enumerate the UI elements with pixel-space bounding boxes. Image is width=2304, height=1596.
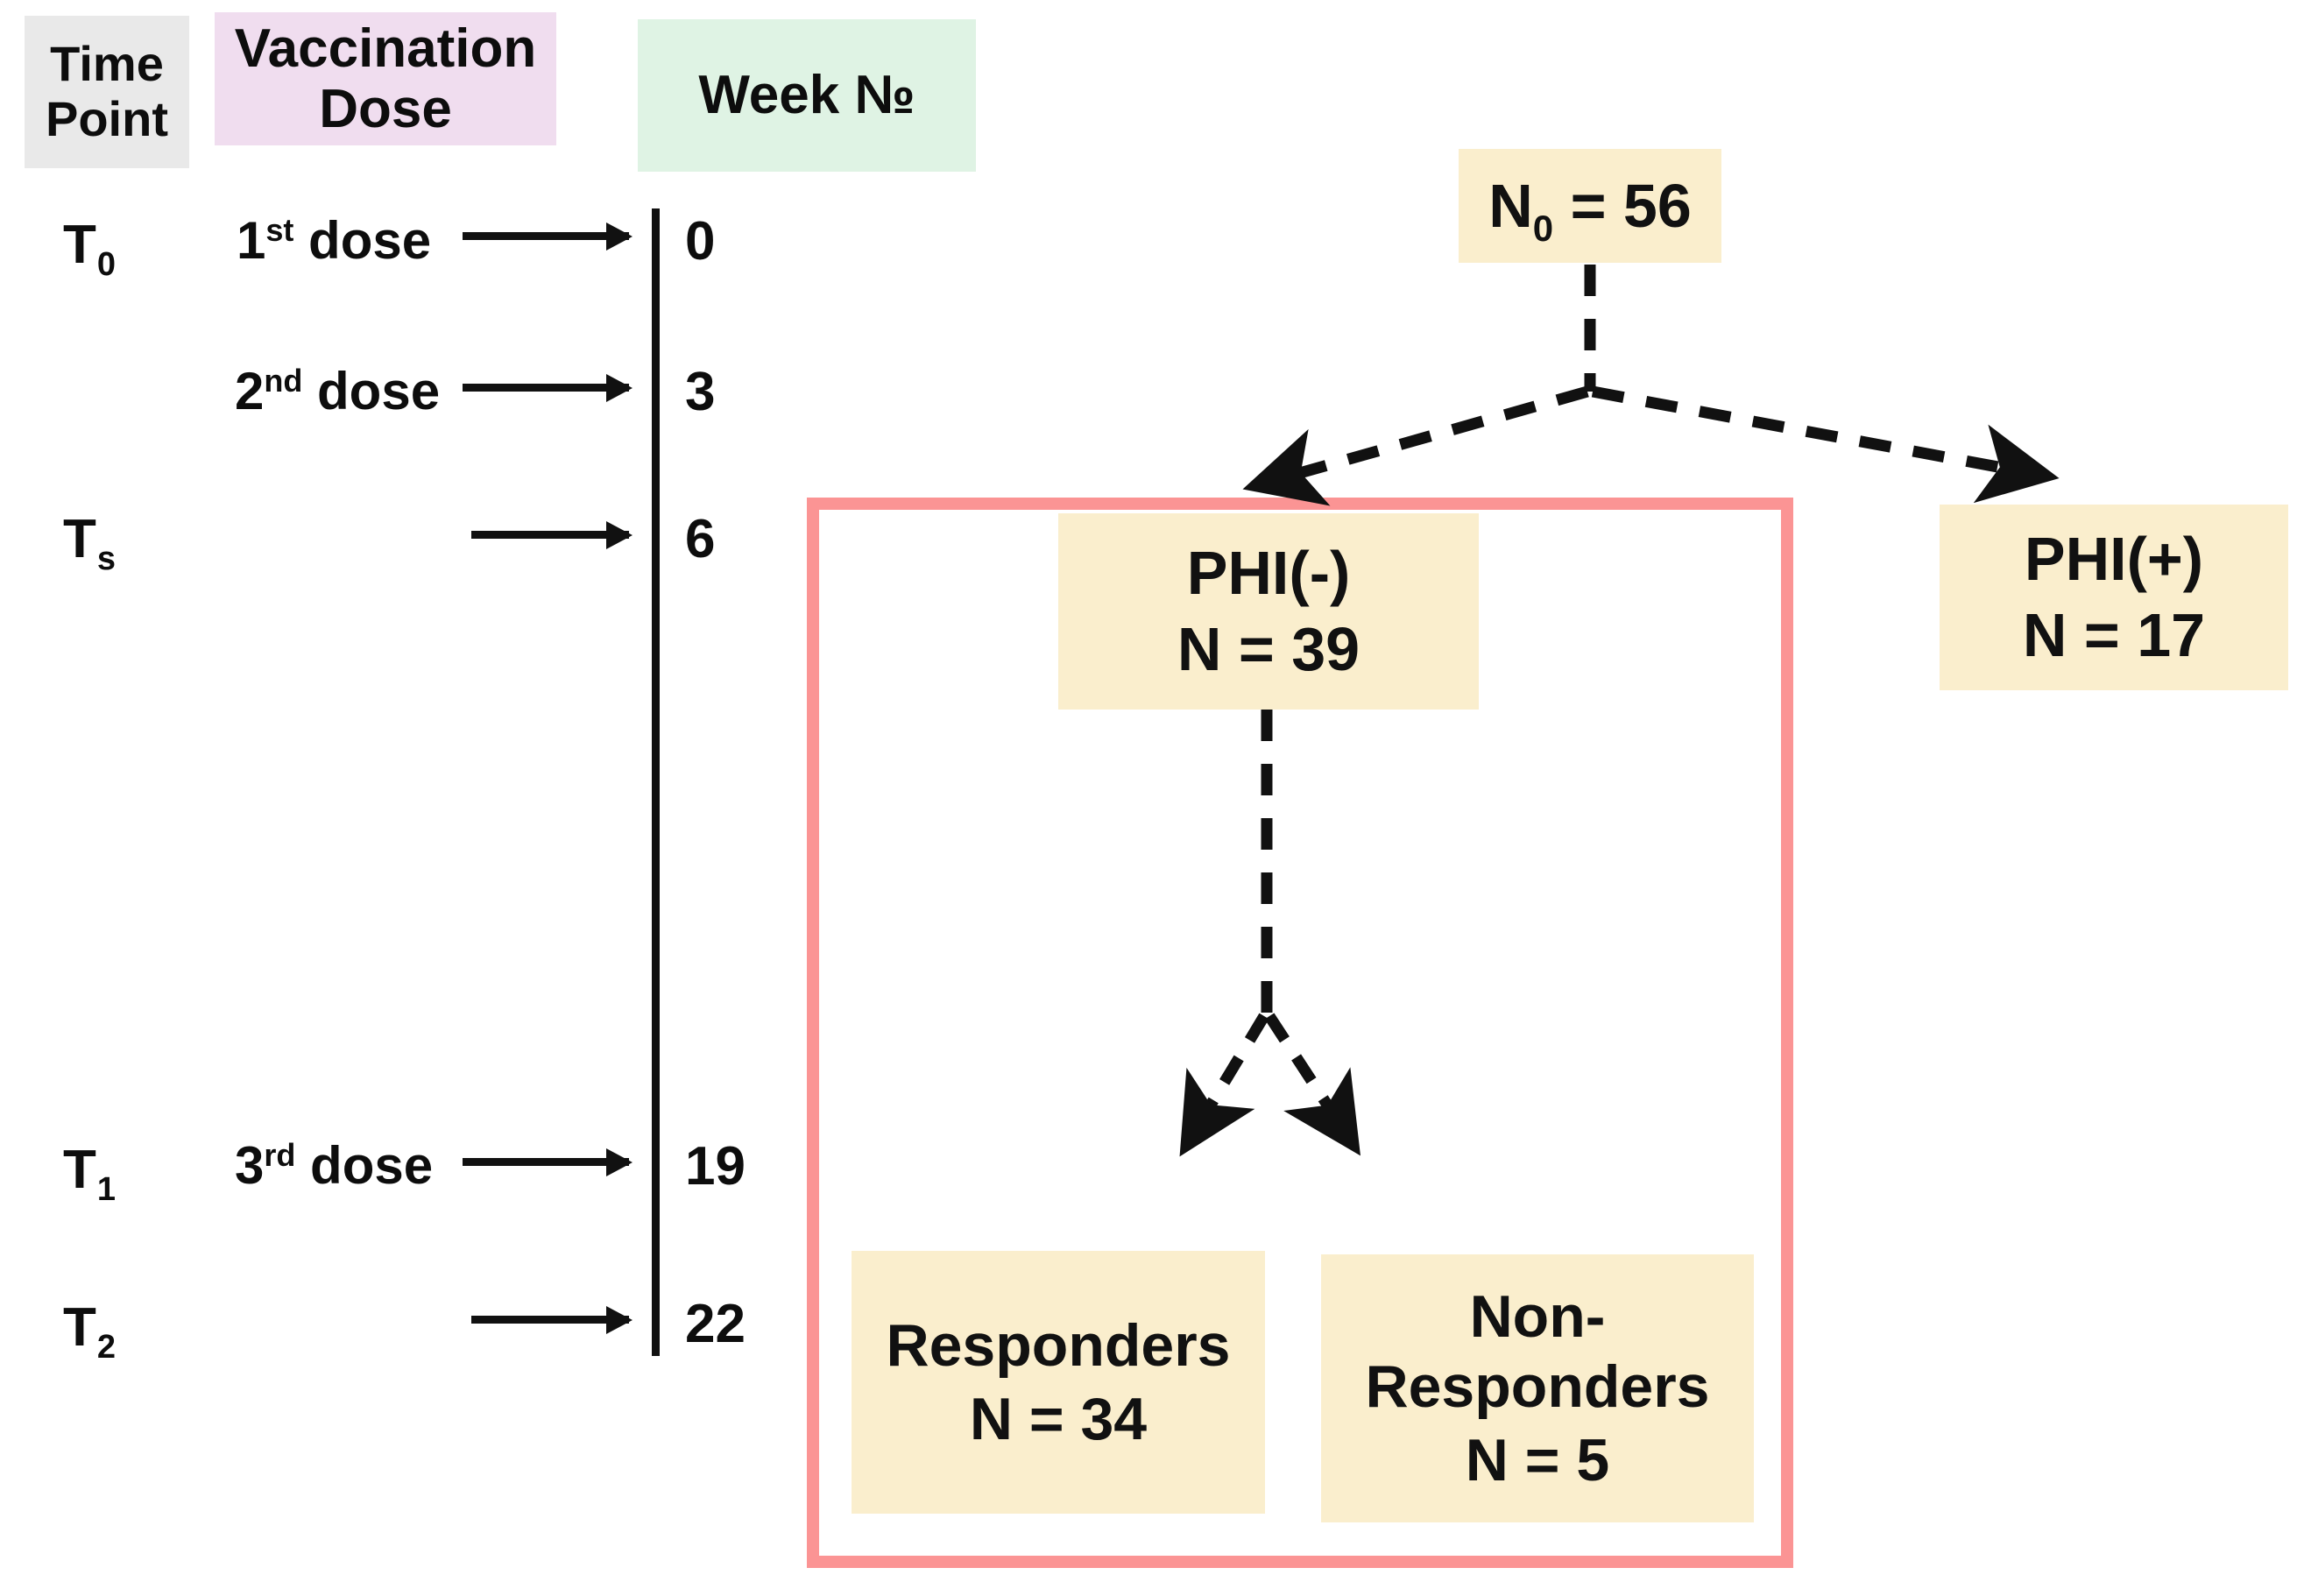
time-point-t1-letter: T	[63, 1140, 96, 1200]
dose-label-third-number: 3	[235, 1136, 265, 1195]
node-cohort-total-subscript: 0	[1532, 207, 1554, 249]
dose-label-second: 2nd dose	[235, 361, 440, 421]
week-value-22: 22	[685, 1294, 746, 1354]
node-responders: Responders N = 34	[852, 1251, 1265, 1514]
sampling-arrow-t2	[471, 1306, 633, 1334]
dose-label-first: 1st dose	[237, 210, 431, 271]
header-week-number-label: Week №	[698, 65, 915, 126]
dose-arrow-second	[463, 374, 633, 402]
node-cohort-total-symbol: N	[1488, 171, 1533, 240]
dose-label-second-ordinal: nd	[264, 363, 303, 399]
dose-label-third-word: dose	[295, 1136, 434, 1195]
node-phi-positive-title: PHI(+)	[2024, 525, 2204, 594]
node-phi-positive: PHI(+) N = 17	[1940, 505, 2288, 690]
time-point-t2-letter: T	[63, 1297, 96, 1358]
node-non-responders-title-line1: Non-	[1469, 1282, 1606, 1350]
dose-label-first-number: 1	[237, 211, 266, 270]
header-chip-time-point: Time Point	[25, 16, 189, 168]
header-time-point-line1: Time	[50, 36, 164, 92]
time-point-t0-index: 0	[96, 246, 117, 283]
header-vaccination-dose-line2: Dose	[319, 79, 452, 139]
time-point-t2: T2	[63, 1296, 116, 1366]
time-point-t0: T0	[63, 214, 116, 283]
dose-arrow-third	[463, 1148, 633, 1176]
node-phi-negative: PHI(-) N = 39	[1058, 513, 1479, 710]
dose-label-first-ordinal: st	[265, 212, 294, 248]
header-time-point-line2: Point	[46, 91, 168, 146]
header-vaccination-dose-line1: Vaccination	[234, 18, 537, 79]
node-phi-positive-count: N = 17	[2022, 601, 2206, 669]
node-cohort-total-value: = 56	[1553, 171, 1692, 240]
timeline-axis	[652, 208, 660, 1356]
dose-label-second-word: dose	[302, 362, 441, 420]
time-point-t0-letter: T	[63, 215, 96, 275]
header-chip-week-number: Week №	[638, 19, 976, 172]
dose-arrow-first	[463, 222, 633, 251]
node-phi-negative-title: PHI(-)	[1186, 539, 1351, 608]
dose-label-third: 3rd dose	[235, 1135, 433, 1196]
node-responders-count: N = 34	[969, 1386, 1148, 1452]
time-point-ts: Ts	[63, 508, 116, 577]
node-non-responders: Non- Responders N = 5	[1321, 1254, 1754, 1522]
phi-negative-group-highlight	[807, 498, 1793, 1568]
node-cohort-total: N0 = 56	[1459, 149, 1721, 263]
time-point-t2-index: 2	[96, 1329, 117, 1366]
time-point-ts-letter: T	[63, 509, 96, 569]
time-point-t1-index: 1	[96, 1171, 117, 1208]
connector-root-to-phi-negative	[1242, 385, 1589, 506]
dose-label-second-number: 2	[235, 362, 265, 420]
connector-root-to-phi-positive	[1591, 385, 2060, 504]
sampling-arrow-ts	[471, 521, 633, 549]
dose-label-first-word: dose	[293, 211, 432, 270]
node-phi-negative-count: N = 39	[1177, 615, 1360, 683]
week-value-6: 6	[685, 509, 716, 569]
week-value-0: 0	[685, 211, 716, 272]
time-point-ts-index: s	[96, 540, 117, 577]
week-value-19: 19	[685, 1136, 746, 1197]
node-non-responders-count: N = 5	[1465, 1427, 1610, 1494]
header-chip-vaccination-dose: Vaccination Dose	[215, 12, 556, 145]
node-cohort-total-label: N0 = 56	[1488, 170, 1692, 249]
node-responders-title: Responders	[886, 1311, 1231, 1379]
dose-label-third-ordinal: rd	[264, 1137, 296, 1173]
week-value-3: 3	[685, 362, 716, 422]
node-non-responders-title-line2: Responders	[1365, 1352, 1710, 1420]
time-point-t1: T1	[63, 1139, 116, 1208]
